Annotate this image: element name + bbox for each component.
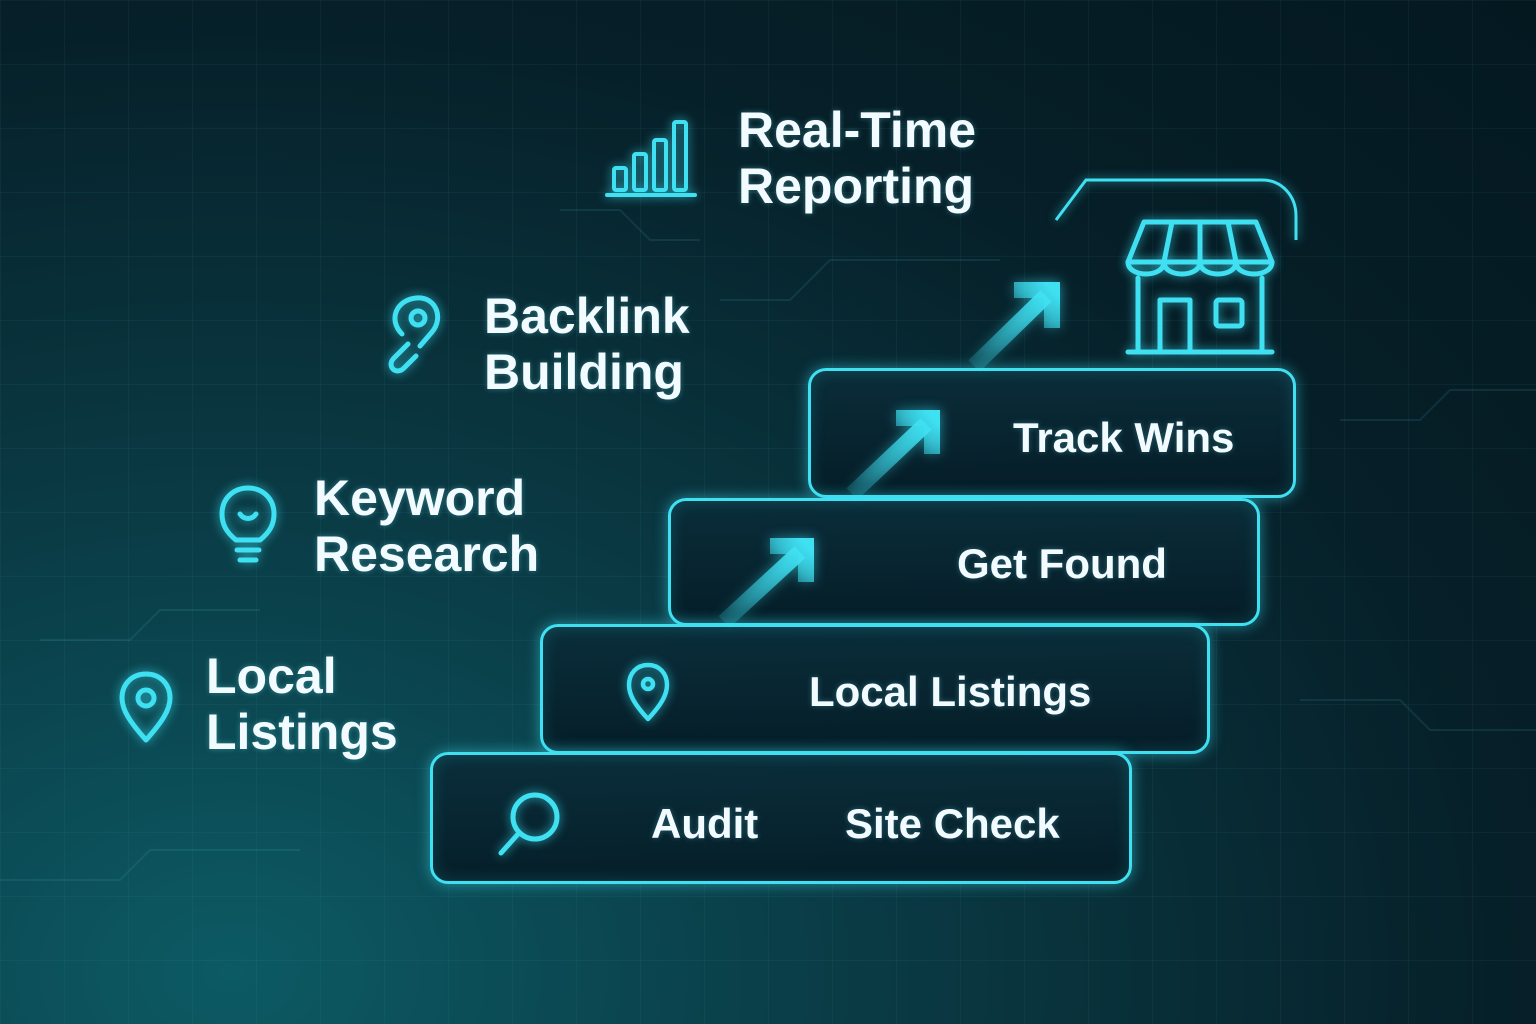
lightbulb-icon — [218, 484, 278, 568]
side-label-reporting-line1: Real-Time — [738, 102, 977, 158]
side-label-local-line1: Local — [206, 648, 337, 704]
side-label-backlink-line1: Backlink — [484, 288, 690, 344]
step-site-check-label: Site Check — [845, 800, 1060, 847]
side-label-local: Local Listings — [206, 648, 398, 760]
storefront-icon — [1124, 218, 1276, 358]
arrow-track-wins — [846, 410, 940, 500]
link-icon — [382, 294, 448, 378]
side-label-reporting: Real-Time Reporting — [738, 102, 976, 214]
magnifier-icon — [495, 789, 565, 859]
step-track-wins-label: Track Wins — [1013, 414, 1235, 461]
side-label-reporting-line2: Reporting — [738, 158, 975, 214]
arrow-storefront — [968, 282, 1060, 372]
side-label-backlink: Backlink Building — [484, 288, 690, 400]
location-pin-icon — [625, 661, 671, 723]
side-label-keyword: Keyword Research — [314, 470, 539, 582]
step-audit[interactable]: Audit Site Check — [430, 752, 1132, 884]
step-local-listings[interactable]: Local Listings — [540, 624, 1210, 754]
side-label-local-line2: Listings — [206, 704, 398, 760]
arrow-get-found — [718, 538, 814, 628]
bar-chart-icon — [604, 118, 698, 200]
side-label-backlink-line2: Building — [484, 344, 684, 400]
step-local-listings-label: Local Listings — [809, 668, 1092, 715]
side-label-keyword-line2: Research — [314, 526, 540, 582]
step-audit-label: Audit — [651, 800, 759, 847]
step-track-wins[interactable]: Track Wins — [808, 368, 1296, 498]
side-label-keyword-line1: Keyword — [314, 470, 526, 526]
step-get-found[interactable]: Get Found — [668, 498, 1260, 626]
step-get-found-label: Get Found — [957, 540, 1167, 587]
location-pin-icon — [118, 670, 174, 744]
